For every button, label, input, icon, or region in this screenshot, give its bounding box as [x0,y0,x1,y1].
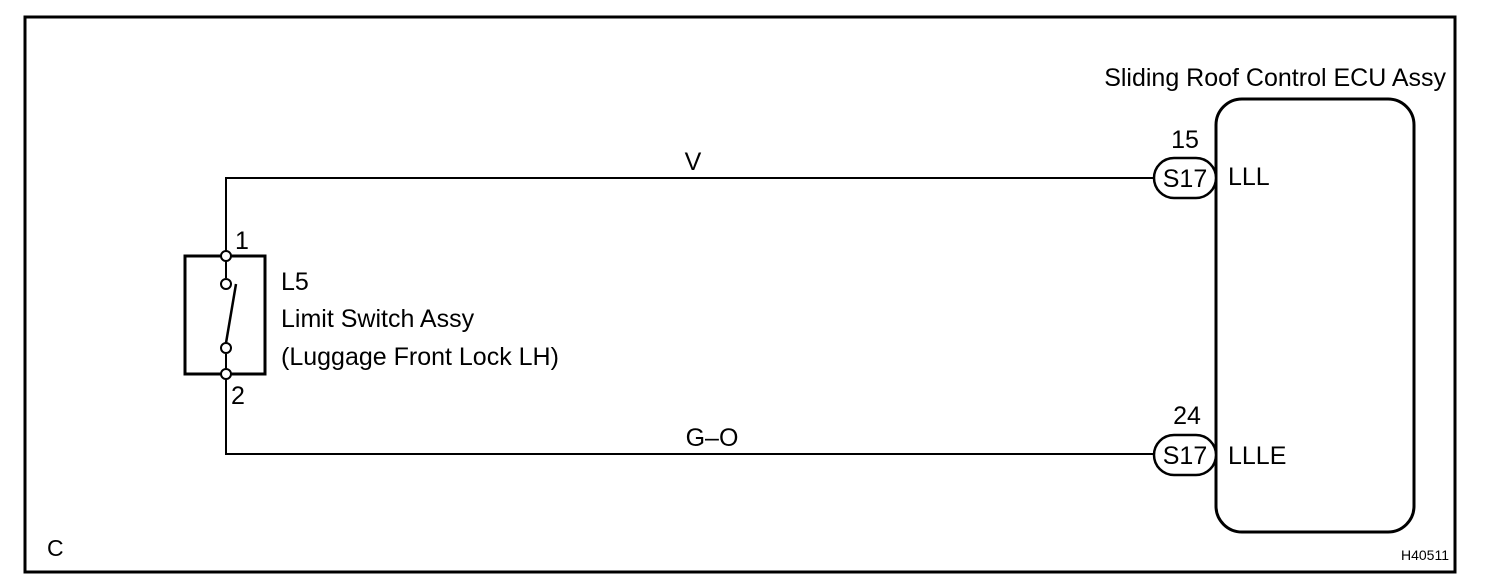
switch-name-label: Limit Switch Assy [281,305,475,333]
ecu-box [1214,97,1416,534]
switch-description-label: (Luggage Front Lock LH) [281,343,559,371]
terminal-2-label: 2 [231,382,245,410]
wire-go [225,374,1158,455]
switch-terminal-2 [220,368,232,380]
wire-v-color-label: V [685,148,702,176]
wire-v [225,177,1158,256]
connector-s17-label-upper: S17 [1163,165,1207,193]
connector-s17-pin24 [1152,433,1218,477]
terminal-1-label: 1 [235,227,249,255]
terminal-lll-label: LLL [1228,163,1270,191]
switch-code-label: L5 [281,268,309,296]
connector-s17-label-lower: S17 [1163,442,1207,470]
ecu-name-label: Sliding Roof Control ECU Assy [1104,64,1446,92]
corner-label: C [47,535,64,561]
switch-terminal-1 [220,250,232,262]
terminal-llle-label: LLLE [1228,442,1286,470]
figure-code-label: H40511 [1401,547,1449,563]
switch-contact-top [220,278,232,290]
pin-15-label: 15 [1171,126,1199,154]
diagram-frame [23,15,1457,574]
wire-go-color-label: G–O [686,424,739,452]
switch-blade [224,283,238,344]
pin-24-label: 24 [1173,402,1201,430]
switch-contact-bottom [220,342,232,354]
connector-s17-pin15 [1152,156,1218,200]
